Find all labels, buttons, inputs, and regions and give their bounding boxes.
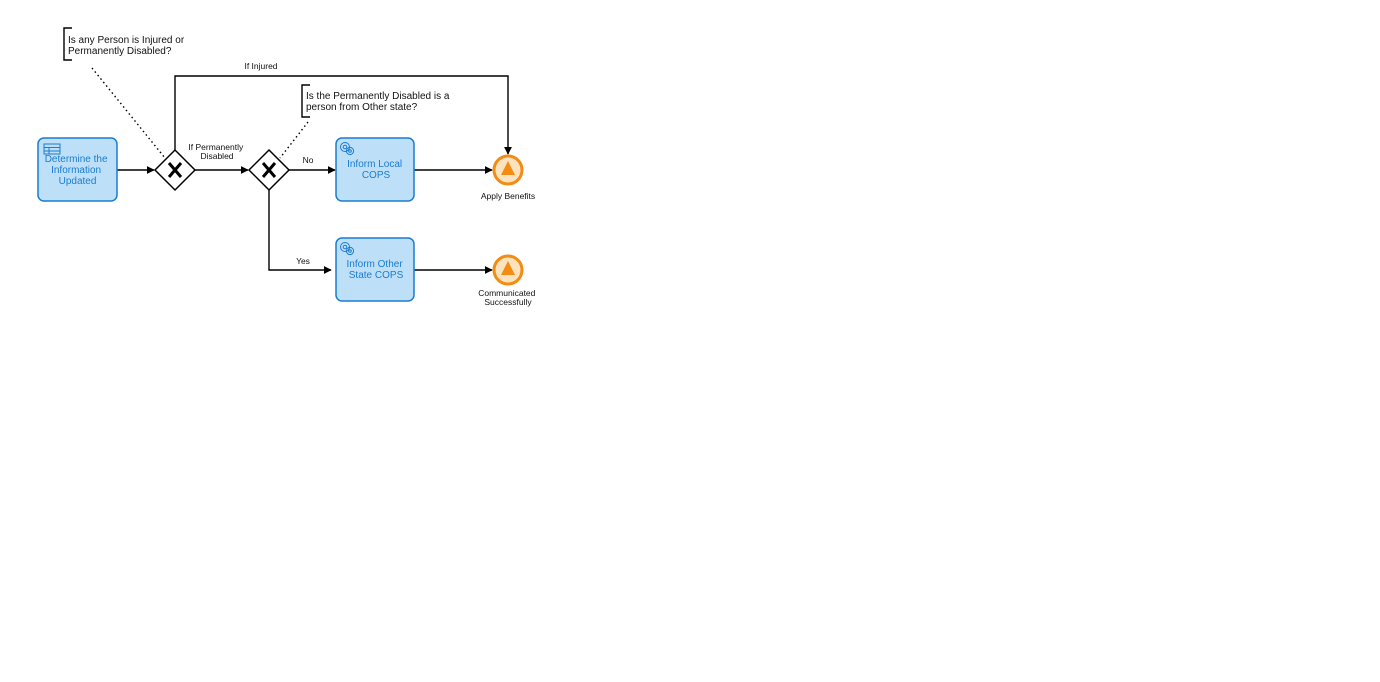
gear-icon: [340, 142, 355, 156]
task-label-line: Inform Local: [347, 159, 402, 170]
flow-label-disabled: Disabled: [200, 151, 233, 161]
task-inform-local-cops[interactable]: Inform Local COPS: [335, 137, 415, 202]
task-determine-information-updated[interactable]: Determine the Information Updated: [37, 137, 118, 202]
svg-text:Is the Permanently Disabled is: Is the Permanently Disabled is a person …: [306, 91, 452, 113]
annotation-line: Is the Permanently Disabled is a: [306, 91, 450, 102]
end-event-apply-benefits[interactable]: [492, 154, 524, 186]
svg-text:Inform Local COPS: Inform Local COPS: [347, 159, 405, 181]
annotation-line: Is any Person is Injured or: [68, 35, 185, 46]
end-event-label: Communicated: [478, 288, 535, 298]
task-label-line: COPS: [362, 170, 391, 181]
flow-label-if-injured: If Injured: [244, 61, 277, 71]
flow-label-no: No: [303, 155, 314, 165]
svg-text:Communicated Successfully: Communicated Successfully: [478, 288, 538, 307]
escalation-triangle-icon: [501, 161, 515, 175]
task-label-line: State COPS: [349, 270, 404, 281]
annotation-injured-or-disabled[interactable]: Is any Person is Injured or Permanently …: [63, 27, 187, 61]
task-label-line: Updated: [59, 176, 97, 187]
end-event-label: Apply Benefits: [481, 191, 535, 201]
association-line: [91, 67, 166, 159]
annotation-other-state[interactable]: Is the Permanently Disabled is a person …: [301, 84, 452, 118]
exclusive-gateway-x-icon: [261, 162, 277, 178]
flow-label-if-permanently: If Permanently: [188, 142, 244, 152]
end-event-communicated-successfully[interactable]: [492, 254, 524, 286]
svg-text:Is any Person is Injured or: Is any Person is Injured or Permanently …: [68, 35, 187, 57]
task-inform-other-state-cops[interactable]: Inform Other State COPS: [335, 237, 415, 302]
svg-text:Inform Other State COPS: Inform Other State COPS: [347, 259, 406, 281]
table-icon: [43, 143, 61, 155]
exclusive-gateway-1[interactable]: [153, 148, 197, 192]
escalation-triangle-icon: [501, 261, 515, 275]
end-event-label: Successfully: [484, 297, 532, 307]
annotation-line: person from Other state?: [306, 102, 418, 113]
task-label-line: Inform Other: [347, 259, 404, 270]
gear-icon: [340, 242, 355, 256]
task-label-line: Information: [51, 165, 101, 176]
exclusive-gateway-2[interactable]: [247, 148, 291, 192]
association-line: [279, 121, 309, 159]
svg-text:If Permanently Disabled: If Permanently Disabled: [188, 142, 245, 161]
flow-if-injured[interactable]: [174, 75, 512, 155]
flow-yes[interactable]: [268, 190, 332, 274]
svg-text:Determine the Informatio: Determine the Information Updated: [45, 154, 111, 187]
flow-label-yes: Yes: [296, 256, 310, 266]
svg-text:Apply Benefits: Apply Benefits: [481, 191, 535, 201]
exclusive-gateway-x-icon: [167, 162, 183, 178]
annotation-line: Permanently Disabled?: [68, 46, 172, 57]
task-label-line: Determine the: [45, 154, 108, 165]
